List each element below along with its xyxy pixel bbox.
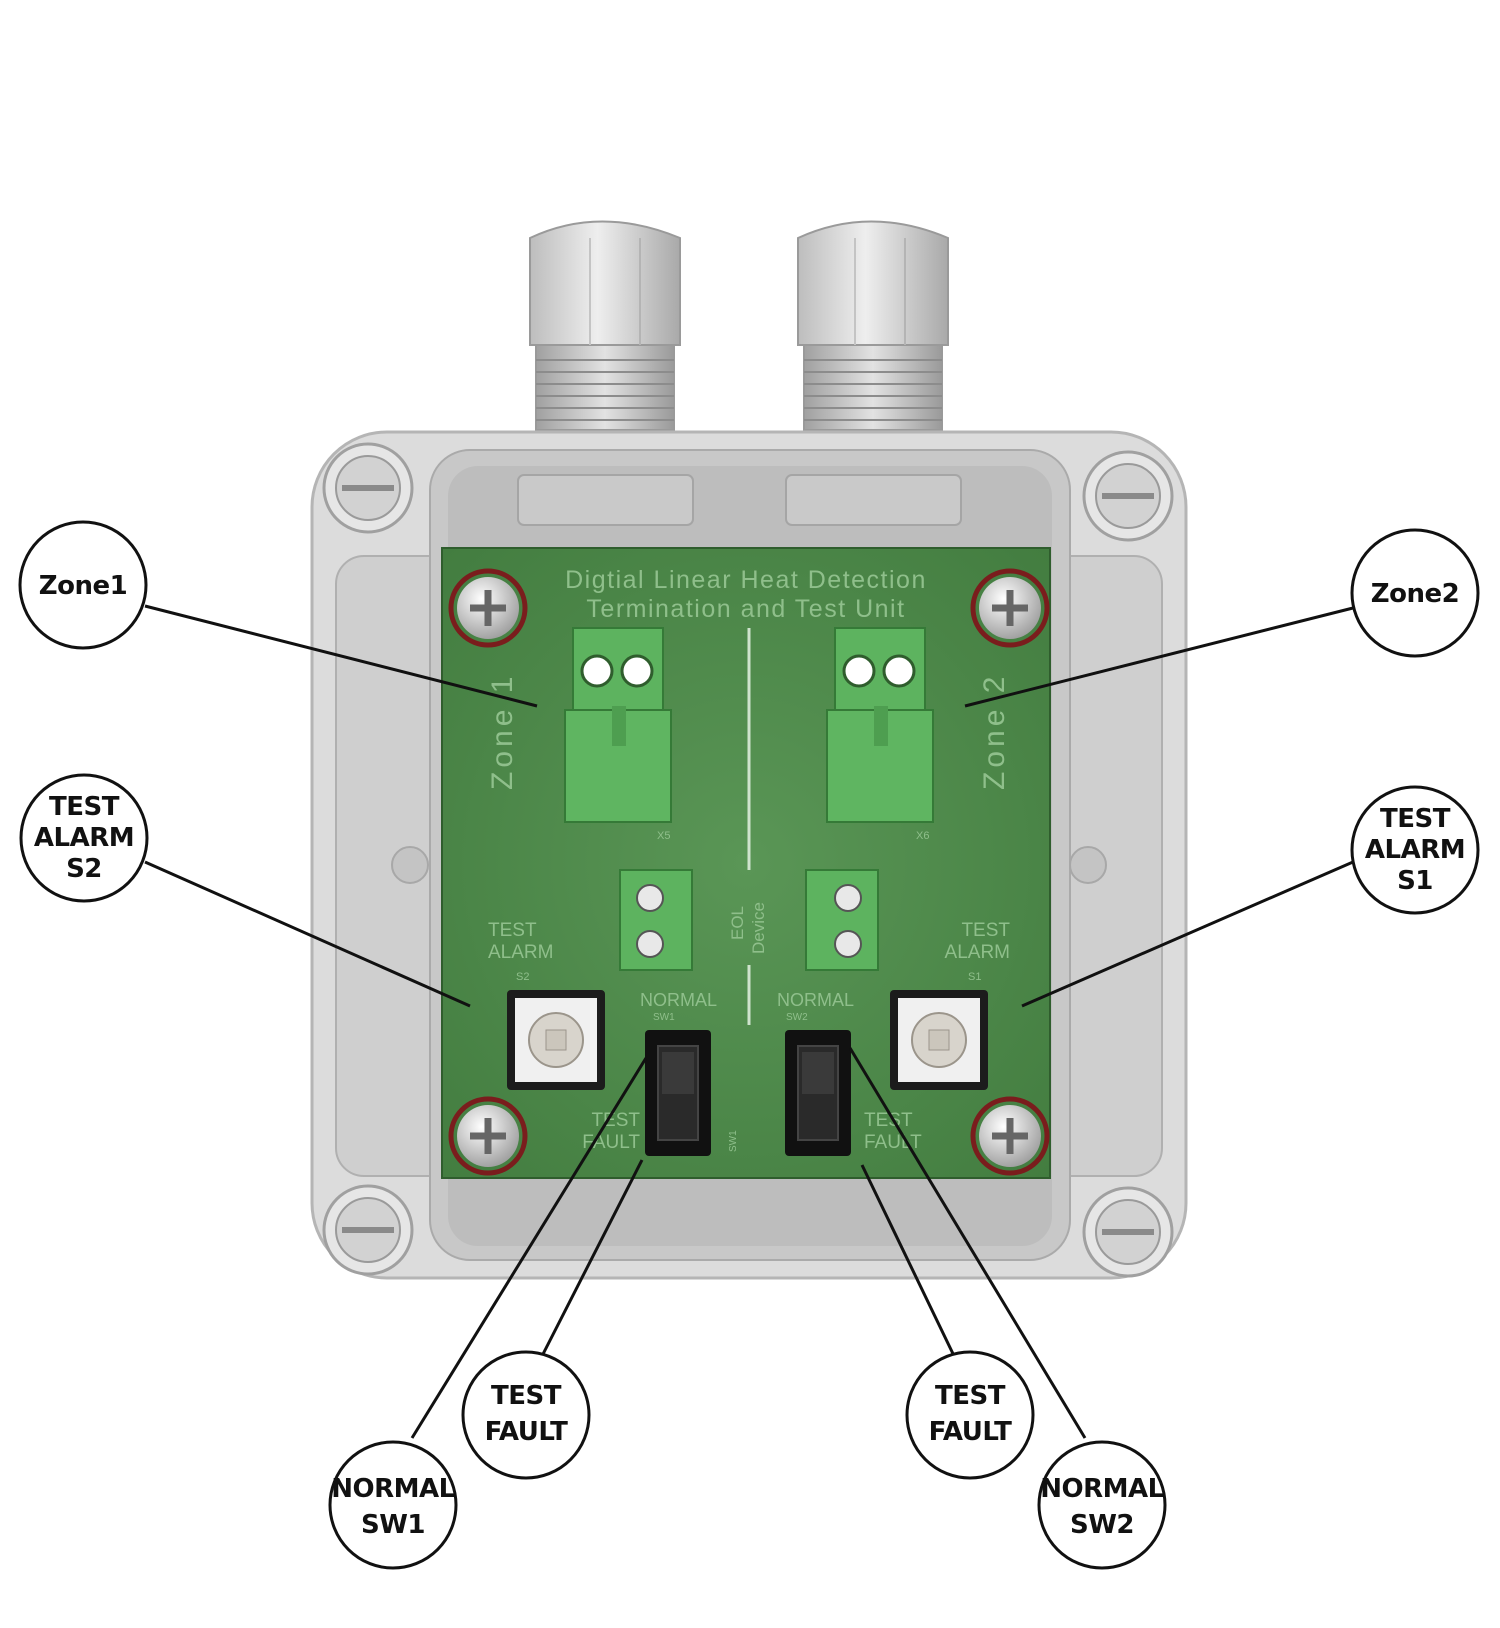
leader-test-fault-left [538,1159,644,1361]
callout-test-fault-left-line1: TEST [491,1381,562,1411]
callout-test-fault-left: TEST FAULT [461,1350,591,1480]
callout-zone1-line1: Zone1 [39,571,127,601]
test-alarm-s1-button[interactable] [890,990,988,1090]
callout-zone2: Zone2 [1350,528,1480,658]
callout-test-alarm-s2: TEST ALARM S2 [19,773,149,903]
pcb-test-fault-right-2: FAULT [864,1132,922,1153]
callout-test-alarm-s1: TEST ALARM S1 [1350,785,1480,915]
callout-normal-sw2-line2: SW2 [1070,1510,1134,1540]
callout-normal-sw1: NORMAL SW1 [328,1440,458,1570]
pcb-sw1-side: SW1 [728,1130,739,1152]
callout-test-fault-right-line1: TEST [935,1381,1006,1411]
pcb-sw2-small: SW2 [786,1012,808,1023]
pcb-test-alarm-right-2: ALARM [945,942,1010,963]
pcb-normal-left: NORMAL [640,990,717,1010]
pcb-eol-line1: EOL [728,906,747,940]
corner-screw-top-left [322,442,414,534]
callout-zone2-line1: Zone2 [1371,579,1459,609]
leader-test-alarm-s2 [144,860,471,1008]
zone1-terminal-block[interactable] [564,627,672,823]
callout-test-alarm-s1-line3: S1 [1397,866,1433,896]
callout-zone1: Zone1 [18,520,148,650]
callout-normal-sw1-line1: NORMAL [331,1474,454,1504]
callout-test-alarm-s1-line2: ALARM [1365,835,1465,865]
sw1-slide-switch[interactable] [645,1030,711,1156]
pcb-screw-bottom-right [970,1096,1050,1176]
corner-screw-bottom-right [1082,1186,1174,1278]
leader-test-alarm-s1 [1021,860,1354,1008]
pcb-title-line2: Termination and Test Unit [586,595,905,623]
callout-test-fault-right-line2: FAULT [929,1417,1012,1447]
pcb-screw-top-left [448,568,528,648]
leader-test-fault-right [860,1164,958,1361]
callout-test-alarm-s2-line2: ALARM [34,823,134,853]
callout-test-alarm-s2-line1: TEST [49,792,120,822]
pcb-s2-label: S2 [516,971,529,983]
zone2-terminal-block[interactable] [826,627,934,823]
pcb-test-alarm-left-2: ALARM [488,942,553,963]
cable-gland-right [797,220,949,431]
pcb-test-fault-right-1: TEST [864,1110,913,1131]
callout-normal-sw1-line2: SW1 [361,1510,425,1540]
pcb-screw-bottom-left [448,1096,528,1176]
pcb-s1-label: S1 [968,971,981,983]
pcb-test-fault-left-1: TEST [591,1110,640,1131]
leader-normal-sw1 [410,1057,648,1439]
leader-normal-sw2 [848,1047,1087,1439]
callout-normal-sw2: NORMAL SW2 [1037,1440,1167,1570]
test-alarm-s2-button[interactable] [507,990,605,1090]
pcb-test-alarm-left-1: TEST [488,920,537,941]
pcb-eol-line2: Device [749,902,768,954]
callout-test-fault-right: TEST FAULT [905,1350,1035,1480]
pcb-x6-label: X6 [916,830,929,842]
callout-test-fault-left-line2: FAULT [485,1417,568,1447]
pcb-normal-right: NORMAL [777,990,854,1010]
callout-test-alarm-s2-line3: S2 [66,854,102,884]
pcb-screw-top-right [970,568,1050,648]
sw2-slide-switch[interactable] [785,1030,851,1156]
eol-terminal-right [805,869,879,971]
pcb-test-alarm-right-1: TEST [961,920,1010,941]
leader-zone1 [144,604,538,708]
corner-screw-bottom-left [322,1184,414,1276]
corner-screw-top-right [1082,450,1174,542]
eol-terminal-left [619,869,693,971]
pcb-x5-label: X5 [657,830,670,842]
pcb-title-line1: Digtial Linear Heat Detection [565,566,927,594]
pcb-zone1-label: Zone 1 [486,673,519,790]
pcb-zone2-label: Zone 2 [978,673,1011,790]
cable-gland-left [529,220,681,431]
leader-zone2 [964,606,1354,708]
callout-normal-sw2-line1: NORMAL [1040,1474,1163,1504]
pcb-sw1-small: SW1 [653,1012,675,1023]
callout-test-alarm-s1-line1: TEST [1380,804,1451,834]
